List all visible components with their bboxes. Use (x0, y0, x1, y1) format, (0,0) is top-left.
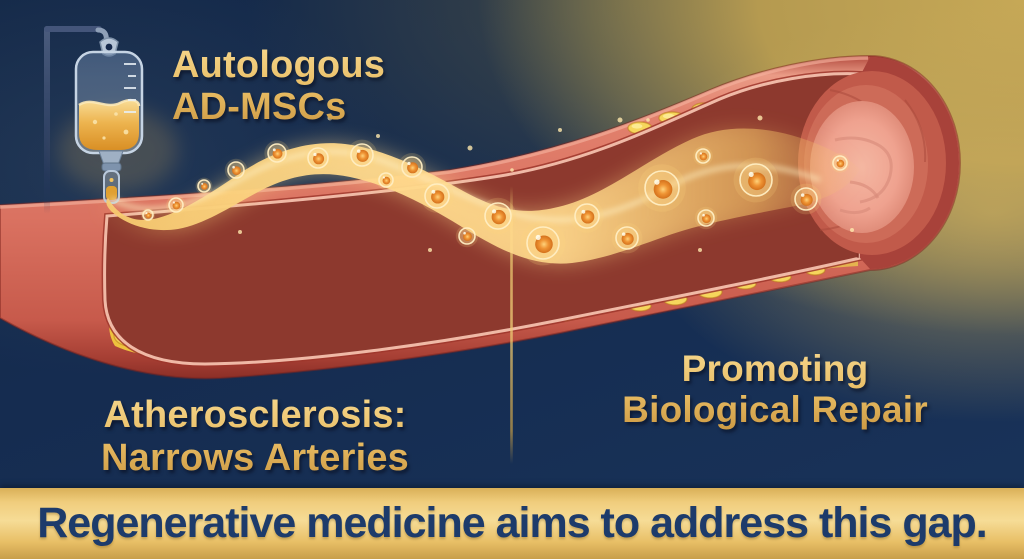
sparkle (698, 248, 702, 252)
stem-cell-glint (356, 149, 361, 153)
stem-cell-nucleus (653, 180, 673, 199)
stem-cell-nucleus (201, 183, 208, 190)
stem-cell-glint (431, 189, 436, 194)
stem-cell-glint (232, 165, 235, 169)
stem-cell-stream (106, 115, 861, 266)
stem-cell-nucleus (463, 232, 472, 242)
stem-cell-nucleus (431, 190, 445, 204)
stem-cell-glint (172, 201, 176, 204)
iv-drip-bag-icon (44, 26, 178, 214)
sparkle (558, 128, 562, 132)
stem-cell-glint (535, 234, 541, 240)
stem-cell-nucleus (748, 172, 766, 191)
stem-cell-nucleus (535, 235, 553, 254)
stem-cell-glint (492, 209, 497, 214)
bag-scale-ticks (124, 63, 136, 113)
stem-cell-glint (272, 148, 276, 152)
stem-cell-glint (463, 231, 466, 235)
stem-cell-nucleus (172, 201, 181, 210)
stem-cell-nucleus (407, 162, 419, 174)
stem-cell-nucleus (491, 209, 506, 225)
sparkle (238, 230, 242, 234)
stem-cell-glint (145, 212, 148, 215)
stem-cell-glint (407, 161, 411, 166)
artery-end-cap (798, 57, 959, 269)
label-autologous-admscs: Autologous AD-MSCs (172, 44, 385, 128)
stem-cell-glint (621, 232, 626, 236)
bottom-banner: Regenerative medicine aims to address th… (0, 488, 1024, 559)
fluid-surface (78, 98, 141, 107)
fluid-bubbles (92, 112, 129, 140)
stem-cell-glint (581, 209, 586, 214)
stem-cell-nucleus (699, 152, 708, 161)
stem-cell-nucleus (382, 176, 391, 185)
sparkle (376, 134, 380, 138)
drip-chamber-fluid (106, 186, 117, 200)
sparkles (238, 115, 854, 252)
stem-cell-nucleus (232, 166, 241, 176)
stem-cell-nucleus (621, 232, 634, 245)
stem-cell-nucleus (836, 159, 845, 168)
sparkle (428, 248, 432, 252)
stem-cell-nucleus (313, 153, 325, 165)
sparkle (617, 117, 623, 123)
stream-core-highlight (110, 149, 821, 222)
sparkle (510, 168, 514, 172)
stem-cell-glint (748, 171, 754, 177)
stem-cell-glint (836, 159, 840, 162)
iv-bag-fluid (79, 100, 139, 150)
artery-top-highlight (0, 56, 869, 209)
bag-connector (101, 162, 122, 172)
sparkle (757, 115, 763, 121)
stem-cell-nucleus (581, 210, 595, 224)
stem-cell-nucleus (356, 149, 369, 162)
label-atherosclerosis-line2: Narrows Arteries (100, 437, 410, 479)
sparkle (327, 115, 333, 121)
label-promoting-repair: Promoting Biological Repair (575, 348, 975, 430)
iv-pole-arm (44, 26, 102, 32)
stem-cell-glint (800, 193, 805, 197)
label-atherosclerosis: Atherosclerosis: Narrows Arteries (55, 394, 455, 480)
stem-cell-glint (654, 179, 660, 185)
iv-pole (44, 26, 50, 214)
sparkle (646, 118, 650, 122)
section-divider-line (510, 186, 513, 464)
stem-cell-glint (382, 176, 386, 179)
hanger-hole (105, 43, 113, 51)
stem-cell-glint (313, 152, 317, 157)
label-autologous-line1: Autologous (172, 44, 386, 86)
stem-cell-glint (702, 213, 705, 217)
drip-drop (109, 178, 114, 182)
sparkle (467, 145, 473, 151)
stem-cells (141, 139, 850, 266)
banner-text: Regenerative medicine aims to address th… (37, 499, 988, 547)
stem-cell-glint (201, 182, 204, 185)
stem-cell-nucleus (702, 214, 711, 224)
label-autologous-line2: AD-MSCs (172, 86, 347, 128)
plaque-lump-highlight (631, 123, 643, 129)
stem-cell-glint (699, 152, 703, 155)
label-atherosclerosis-line1: Atherosclerosis: (103, 394, 407, 436)
label-repair-line2: Biological Repair (622, 389, 928, 430)
stem-cell-nucleus (800, 193, 813, 206)
sparkle (850, 228, 854, 232)
label-repair-line1: Promoting (681, 348, 869, 389)
stem-cell-nucleus (272, 148, 283, 159)
